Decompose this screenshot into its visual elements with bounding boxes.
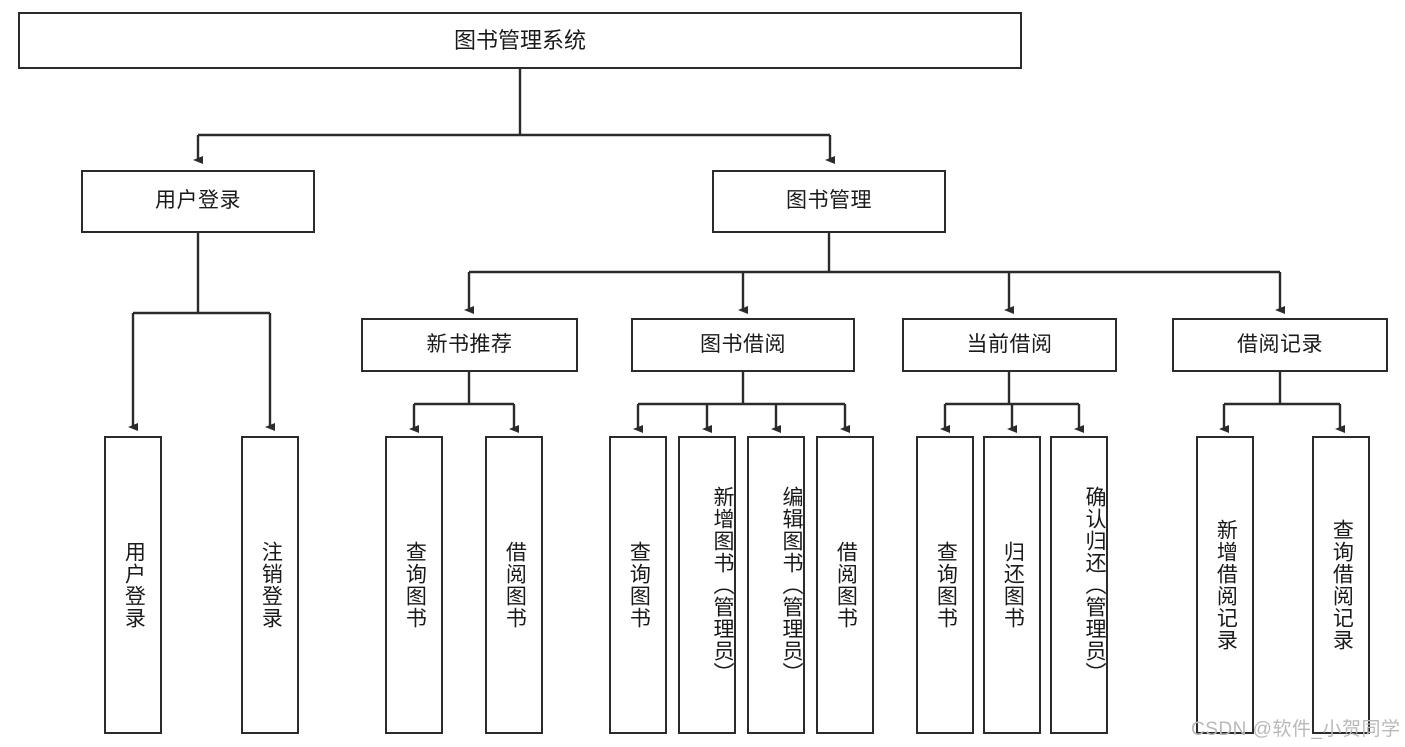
leaf-query-book-1[interactable]: 查询图书	[385, 436, 443, 734]
leaf-query-book-3[interactable]: 查询图书	[916, 436, 974, 734]
leaf-query-book-2-label: 查询图书	[627, 541, 651, 629]
leaf-return-book-label: 归还图书	[1001, 541, 1025, 629]
leaf-edit-book-label: 编辑图书（管理员）	[780, 486, 803, 684]
leaf-confirm-return-label: 确认归还（管理员）	[1083, 486, 1106, 684]
leaf-add-book-label: 新增图书（管理员）	[711, 486, 734, 684]
node-user-login[interactable]: 用户登录	[81, 170, 315, 233]
leaf-borrow-book-2[interactable]: 借阅图书	[816, 436, 874, 734]
node-user-login-label: 用户登录	[155, 189, 241, 213]
node-borrow-record[interactable]: 借阅记录	[1172, 318, 1388, 372]
node-new-book-recommend[interactable]: 新书推荐	[361, 318, 578, 372]
node-borrow-record-label: 借阅记录	[1237, 332, 1323, 356]
node-root[interactable]: 图书管理系统	[18, 12, 1022, 69]
leaf-query-book-2[interactable]: 查询图书	[609, 436, 667, 734]
leaf-user-login-label: 用户登录	[122, 541, 146, 629]
leaf-query-book-3-label: 查询图书	[934, 541, 958, 629]
node-book-borrow[interactable]: 图书借阅	[631, 318, 855, 372]
node-current-borrow-label: 当前借阅	[966, 332, 1053, 356]
leaf-add-record-label: 新增借阅记录	[1214, 519, 1238, 651]
watermark: CSDN @软件_小贺同学	[1191, 719, 1401, 740]
node-book-management-label: 图书管理	[786, 189, 872, 213]
node-book-borrow-label: 图书借阅	[700, 332, 786, 356]
node-book-management[interactable]: 图书管理	[712, 170, 946, 233]
leaf-return-book[interactable]: 归还图书	[983, 436, 1041, 734]
leaf-query-record-label: 查询借阅记录	[1330, 519, 1354, 651]
node-root-label: 图书管理系统	[453, 27, 586, 53]
node-current-borrow[interactable]: 当前借阅	[902, 318, 1117, 372]
leaf-logout-login-label: 注销登录	[259, 541, 283, 629]
leaf-confirm-return[interactable]: 确认归还（管理员）	[1050, 436, 1108, 734]
leaf-logout-login[interactable]: 注销登录	[241, 436, 299, 734]
leaf-query-record[interactable]: 查询借阅记录	[1312, 436, 1370, 734]
leaf-add-record[interactable]: 新增借阅记录	[1196, 436, 1254, 734]
leaf-add-book[interactable]: 新增图书（管理员）	[678, 436, 736, 734]
leaf-query-book-1-label: 查询图书	[403, 541, 427, 629]
leaf-user-login[interactable]: 用户登录	[104, 436, 162, 734]
leaf-borrow-book-1-label: 借阅图书	[503, 541, 527, 629]
node-new-book-recommend-label: 新书推荐	[426, 332, 513, 356]
leaf-borrow-book-1[interactable]: 借阅图书	[485, 436, 543, 734]
leaf-borrow-book-2-label: 借阅图书	[834, 541, 858, 629]
leaf-edit-book[interactable]: 编辑图书（管理员）	[747, 436, 805, 734]
